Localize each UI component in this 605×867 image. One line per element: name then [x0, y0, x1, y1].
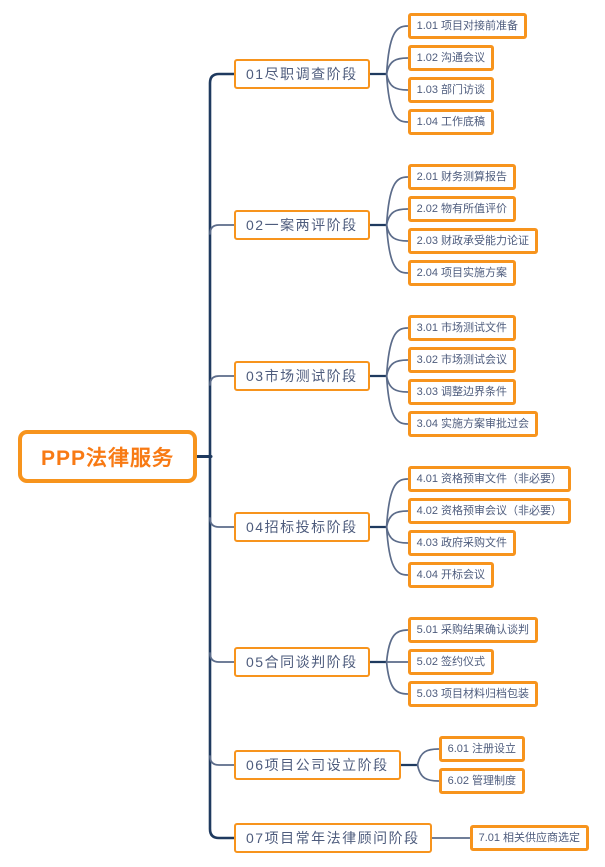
- child-topic[interactable]: 6.01 注册设立: [438, 736, 526, 762]
- child-topic[interactable]: 4.03 政府采购文件: [407, 530, 517, 556]
- child-topic[interactable]: 3.04 实施方案审批过会: [407, 411, 539, 437]
- branch-topic[interactable]: 03市场测试阶段: [234, 361, 370, 391]
- child-topic[interactable]: 3.02 市场测试会议: [407, 347, 517, 373]
- branch-topic[interactable]: 07项目常年法律顾问阶段: [234, 823, 432, 853]
- children-column: 5.01 采购结果确认谈判 5.02 签约仪式 5.03 项目材料归档包装: [407, 617, 539, 707]
- children-column: 6.01 注册设立 6.02 管理制度: [438, 736, 526, 794]
- child-topic[interactable]: 5.02 签约仪式: [407, 649, 495, 675]
- child-topic[interactable]: 1.02 沟通会议: [407, 45, 495, 71]
- child-topic[interactable]: 7.01 相关供应商选定: [469, 825, 590, 851]
- child-topic[interactable]: 2.04 项目实施方案: [407, 260, 517, 286]
- child-topic[interactable]: 1.03 部门访谈: [407, 77, 495, 103]
- child-topic[interactable]: 1.01 项目对接前准备: [407, 13, 528, 39]
- branch-group: 04招标投标阶段 4.01 资格预审文件（非必要） 4.02 资格预审会议（非必要）…: [234, 466, 589, 588]
- children-column: 1.01 项目对接前准备 1.02 沟通会议 1.03 部门访谈 1.04 工作底稿: [407, 13, 528, 135]
- child-topic[interactable]: 5.01 采购结果确认谈判: [407, 617, 539, 643]
- child-topic[interactable]: 3.01 市场测试文件: [407, 315, 517, 341]
- branch-topic[interactable]: 01尽职调查阶段: [234, 59, 370, 89]
- child-topic[interactable]: 2.03 财政承受能力论证: [407, 228, 539, 254]
- child-topic[interactable]: 1.04 工作底稿: [407, 109, 495, 135]
- child-topic[interactable]: 4.02 资格预审会议（非必要）: [407, 498, 572, 524]
- branch-group: 06项目公司设立阶段 6.01 注册设立 6.02 管理制度: [234, 736, 589, 794]
- child-topic[interactable]: 3.03 调整边界条件: [407, 379, 517, 405]
- branch-topic[interactable]: 02一案两评阶段: [234, 210, 370, 240]
- child-topic[interactable]: 2.01 财务测算报告: [407, 164, 517, 190]
- branch-group: 03市场测试阶段 3.01 市场测试文件 3.02 市场测试会议 3.03 调整边界条…: [234, 315, 589, 437]
- children-column: 2.01 财务测算报告 2.02 物有所值评价 2.03 财政承受能力论证 2.04 …: [407, 164, 539, 286]
- branch-topic[interactable]: 06项目公司设立阶段: [234, 750, 401, 780]
- branch-group: 05合同谈判阶段 5.01 采购结果确认谈判 5.02 签约仪式 5.03 项目材料归…: [234, 617, 589, 707]
- child-topic[interactable]: 4.04 开标会议: [407, 562, 495, 588]
- branch-group: 02一案两评阶段 2.01 财务测算报告 2.02 物有所值评价 2.03 财政承受能…: [234, 164, 589, 286]
- root-topic[interactable]: PPP法律服务: [18, 430, 197, 483]
- branch-topic[interactable]: 04招标投标阶段: [234, 512, 370, 542]
- child-topic[interactable]: 4.01 资格预审文件（非必要）: [407, 466, 572, 492]
- child-topic[interactable]: 6.02 管理制度: [438, 768, 526, 794]
- children-column: 4.01 资格预审文件（非必要） 4.02 资格预审会议（非必要） 4.03 政府采…: [407, 466, 572, 588]
- branch-topic[interactable]: 05合同谈判阶段: [234, 647, 370, 677]
- child-topic[interactable]: 2.02 物有所值评价: [407, 196, 517, 222]
- branch-group: 07项目常年法律顾问阶段 7.01 相关供应商选定: [234, 823, 590, 853]
- child-topic[interactable]: 5.03 项目材料归档包装: [407, 681, 539, 707]
- children-column: 7.01 相关供应商选定: [469, 825, 590, 851]
- children-column: 3.01 市场测试文件 3.02 市场测试会议 3.03 调整边界条件 3.04 实施…: [407, 315, 539, 437]
